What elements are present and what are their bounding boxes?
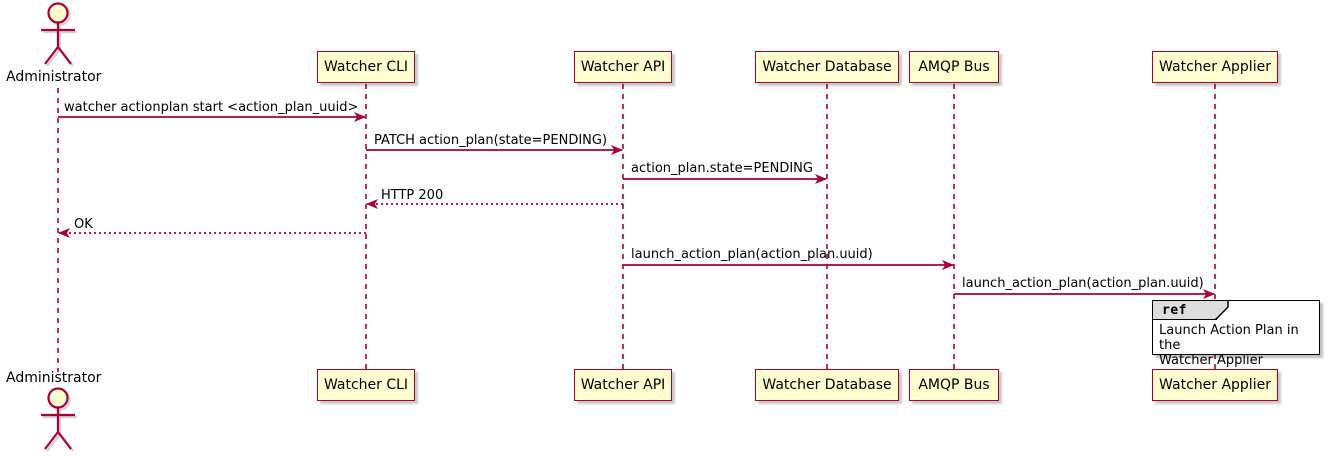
participant-foot-amqp-bus[interactable]: AMQP Bus [909, 369, 999, 401]
message-arrows [58, 112, 1215, 299]
participant-foot-watcher-applier-label: Watcher Applier [1159, 377, 1271, 393]
message-label-6: launch_action_plan(action_plan.uuid) [631, 247, 873, 262]
message-label-7: launch_action_plan(action_plan.uuid) [962, 276, 1204, 291]
message-label-3: action_plan.state=PENDING [631, 161, 813, 176]
participant-foot-watcher-cli[interactable]: Watcher CLI [317, 369, 415, 401]
participant-foot-watcher-database[interactable]: Watcher Database [755, 369, 899, 401]
participant-head-watcher-database-label: Watcher Database [762, 59, 892, 75]
participant-head-watcher-api-label: Watcher API [580, 59, 666, 75]
message-label-4: HTTP 200 [381, 188, 444, 203]
participant-head-watcher-cli-label: Watcher CLI [323, 59, 409, 75]
ref-fragment-body: Launch Action Plan in the Watcher Applie… [1159, 323, 1299, 368]
actor-administrator-bottom [41, 387, 77, 452]
participant-foot-watcher-applier[interactable]: Watcher Applier [1152, 369, 1278, 401]
message-label-1: watcher actionplan start <action_plan_uu… [64, 100, 359, 115]
participant-foot-watcher-database-label: Watcher Database [762, 377, 892, 393]
lifelines [57, 84, 1216, 372]
actor-label-administrator-top: Administrator [6, 69, 102, 85]
ref-fragment[interactable]: ref Launch Action Plan in the Watcher Ap… [1152, 300, 1320, 368]
message-label-2: PATCH action_plan(state=PENDING) [374, 133, 608, 148]
participant-head-watcher-api[interactable]: Watcher API [574, 51, 672, 83]
participant-foot-watcher-api[interactable]: Watcher API [574, 369, 672, 401]
actor-administrator-top [41, 2, 77, 67]
ref-tab-corner-fold-icon [1215, 301, 1229, 320]
participant-head-watcher-applier[interactable]: Watcher Applier [1152, 51, 1278, 83]
actor-label-administrator-bottom: Administrator [6, 370, 102, 386]
participant-head-amqp-bus[interactable]: AMQP Bus [909, 51, 999, 83]
ref-fragment-tab-label: ref [1162, 302, 1187, 318]
participant-foot-watcher-api-label: Watcher API [580, 377, 666, 393]
message-label-5: OK [74, 217, 93, 232]
participant-head-watcher-cli[interactable]: Watcher CLI [317, 51, 415, 83]
participant-head-amqp-bus-label: AMQP Bus [918, 59, 990, 75]
participant-foot-amqp-bus-label: AMQP Bus [918, 377, 990, 393]
participant-foot-watcher-cli-label: Watcher CLI [323, 377, 409, 393]
participant-head-watcher-applier-label: Watcher Applier [1159, 59, 1271, 75]
participant-head-watcher-database[interactable]: Watcher Database [755, 51, 899, 83]
ref-fragment-tab: ref [1153, 301, 1217, 320]
